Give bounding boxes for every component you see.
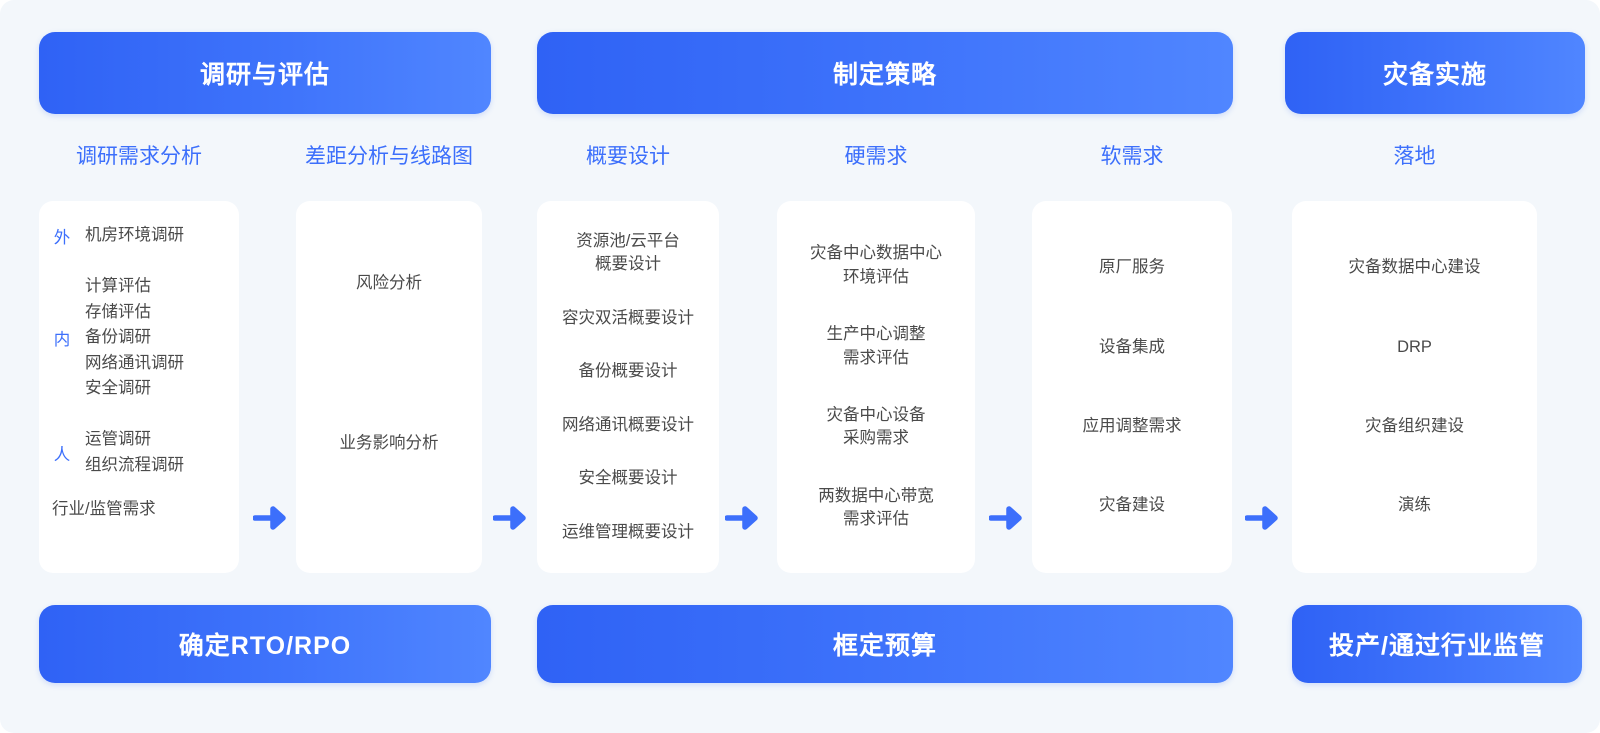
column-card: 资源池/云平台概要设计 容灾双活概要设计 备份概要设计 网络通讯概要设计 安全概…	[537, 201, 719, 573]
column-title: 硬需求	[844, 145, 908, 168]
column-title: 概要设计	[586, 145, 670, 168]
list-item: 应用调整需求	[1082, 417, 1182, 435]
list-item: 设备集成	[1099, 337, 1165, 356]
arrow-right-icon	[1245, 505, 1279, 531]
list-item: 运维管理概要设计	[562, 522, 694, 541]
list-item: 资源池/云平台概要设计	[576, 232, 680, 274]
list-item: 备份调研	[85, 328, 151, 347]
column-research-demand: 调研需求分析 外 机房环境调研 内 计算评估 存储评估 备份调研 网络通讯调研 …	[39, 140, 286, 573]
group-key: 人	[53, 445, 71, 464]
column-title: 差距分析与线路图	[305, 145, 473, 168]
column-outline-design: 概要设计 资源池/云平台概要设计 容灾双活概要设计 备份概要设计 网络通讯概要设…	[537, 140, 758, 573]
arrow-right-icon	[725, 505, 759, 531]
spacer	[39, 401, 239, 427]
column-title: 软需求	[1100, 145, 1164, 168]
list-item-regulatory: 行业/监管需求	[52, 500, 156, 519]
arrow-right-icon	[989, 505, 1023, 531]
column-soft-requirements: 软需求 原厂服务 设备集成 应用调整需求 灾备建设	[1032, 140, 1278, 573]
list-item: 两数据中心带宽需求评估	[818, 486, 934, 529]
phase-banner-bottom-rto-rpo[interactable]: 确定RTO/RPO	[39, 605, 491, 683]
list-item: DRP	[1397, 337, 1432, 356]
spacer	[39, 248, 239, 274]
list-item: 灾备中心设备采购需求	[826, 406, 926, 448]
group-key: 外	[53, 228, 71, 247]
group-key: 内	[53, 330, 71, 349]
group-items: 计算评估 存储评估 备份调研 网络通讯调研 安全调研	[85, 274, 184, 401]
list-item: 灾备建设	[1099, 496, 1165, 515]
phase-banner-top-research[interactable]: 调研与评估	[39, 32, 491, 114]
column-title: 落地	[1393, 145, 1436, 168]
phase-banner-bottom-budget[interactable]: 框定预算	[537, 605, 1233, 683]
column-landing: 落地 灾备数据中心建设 DRP 灾备组织建设 演练	[1292, 140, 1537, 573]
list-item: 网络通讯概要设计	[562, 415, 694, 434]
column-card: 灾备中心数据中心环境评估 生产中心调整需求评估 灾备中心设备采购需求 两数据中心…	[777, 201, 975, 573]
list-item: 备份概要设计	[578, 362, 678, 381]
column-card: 外 机房环境调研 内 计算评估 存储评估 备份调研 网络通讯调研 安全调研 人	[39, 201, 239, 573]
phase-banner-bottom-production[interactable]: 投产/通过行业监管	[1292, 605, 1582, 683]
list-item: 计算评估	[85, 277, 151, 296]
group-internal: 内 计算评估 存储评估 备份调研 网络通讯调研 安全调研	[39, 274, 239, 401]
arrow-right-icon	[493, 505, 527, 531]
column-card: 灾备数据中心建设 DRP 灾备组织建设 演练	[1292, 201, 1537, 573]
list-item: 业务影响分析	[339, 434, 439, 452]
list-item: 灾备数据中心建设	[1348, 258, 1481, 277]
phase-banner-top-implementation[interactable]: 灾备实施	[1285, 32, 1585, 114]
list-item: 灾备中心数据中心环境评估	[810, 244, 942, 286]
list-item: 生产中心调整需求评估	[826, 325, 926, 367]
column-gap-analysis: 差距分析与线路图 风险分析 业务影响分析	[296, 140, 526, 573]
list-item: 网络通讯调研	[85, 353, 184, 372]
list-item: 运管调研	[85, 430, 151, 449]
arrow-right-icon	[253, 505, 287, 531]
column-card: 风险分析 业务影响分析	[296, 201, 482, 573]
spacer	[39, 478, 239, 495]
column-card: 原厂服务 设备集成 应用调整需求 灾备建设	[1032, 201, 1232, 573]
list-item: 容灾双活概要设计	[562, 308, 694, 327]
list-item: 风险分析	[356, 274, 422, 292]
list-item: 组织流程调研	[85, 455, 184, 474]
list-item: 安全调研	[85, 379, 151, 398]
list-item: 原厂服务	[1099, 258, 1165, 277]
column-hard-requirements: 硬需求 灾备中心数据中心环境评估 生产中心调整需求评估 灾备中心设备采购需求 两…	[777, 140, 1022, 573]
list-item: 灾备组织建设	[1365, 417, 1464, 435]
list-item: 存储评估	[85, 302, 151, 321]
group-people: 人 运管调研 组织流程调研	[39, 427, 239, 478]
list-item: 机房环境调研	[85, 226, 184, 244]
column-title: 调研需求分析	[76, 145, 202, 168]
group-items: 运管调研 组织流程调研	[85, 427, 184, 478]
list-item: 安全概要设计	[578, 469, 678, 488]
list-item: 演练	[1398, 496, 1431, 515]
group-external: 外 机房环境调研	[39, 223, 239, 248]
group-items: 机房环境调研	[85, 223, 184, 248]
phase-banner-top-strategy[interactable]: 制定策略	[537, 32, 1233, 114]
